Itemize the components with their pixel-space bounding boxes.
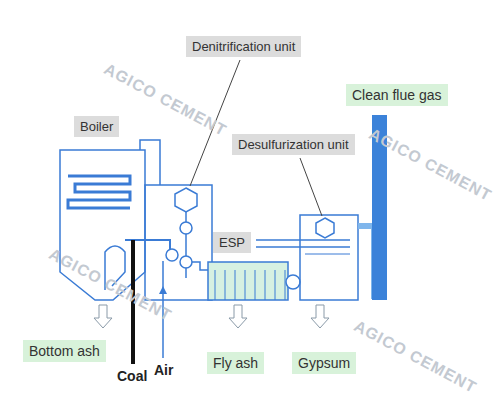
esp-body <box>208 262 288 300</box>
esp-plates <box>208 262 288 300</box>
air-line <box>162 261 164 292</box>
tower-top <box>316 218 334 238</box>
leader-line <box>300 158 322 216</box>
discharge-arrow <box>311 305 329 328</box>
label-text: Gypsum <box>298 355 350 371</box>
discharge-arrow <box>94 305 112 328</box>
reactor-hexagon <box>175 188 197 212</box>
denitrification-column <box>145 185 212 300</box>
label-text: Denitrification unit <box>192 39 295 54</box>
label-text: ESP <box>219 235 245 250</box>
air-heater <box>166 249 178 261</box>
watermark: AGICO CEMENT <box>351 317 480 397</box>
output-tag: Gypsum <box>292 352 356 374</box>
spray-pipe <box>256 239 350 241</box>
spray-pipe <box>256 246 350 248</box>
label-text: Boiler <box>80 119 113 134</box>
output-tag: Clean flue gas <box>346 84 448 106</box>
desulfurization-tower <box>300 215 358 300</box>
callout-box: ESP <box>213 232 251 253</box>
callout-box: Denitrification unit <box>186 36 301 57</box>
output-tag: Bottom ash <box>23 340 106 362</box>
callout-box: Boiler <box>74 116 119 137</box>
air-heater <box>180 256 192 268</box>
label-text: Clean flue gas <box>352 87 442 103</box>
reactor-valve <box>180 222 192 234</box>
spray-pipe <box>305 254 350 255</box>
duct <box>140 140 160 185</box>
callout-box: Desulfurization unit <box>232 134 355 155</box>
output-tag: Fly ash <box>207 352 264 374</box>
watermark: AGICO CEMENT <box>46 245 175 325</box>
input-label: Air <box>154 362 173 378</box>
induced-fan <box>286 275 300 289</box>
discharge-arrow <box>229 305 247 328</box>
label-text: Fly ash <box>213 355 258 371</box>
label-text: Bottom ash <box>29 343 100 359</box>
boiler-coils <box>68 176 130 208</box>
label-text: Desulfurization unit <box>238 137 349 152</box>
duct <box>192 262 208 270</box>
watermark: AGICO CEMENT <box>101 60 230 140</box>
input-label: Coal <box>117 368 147 384</box>
